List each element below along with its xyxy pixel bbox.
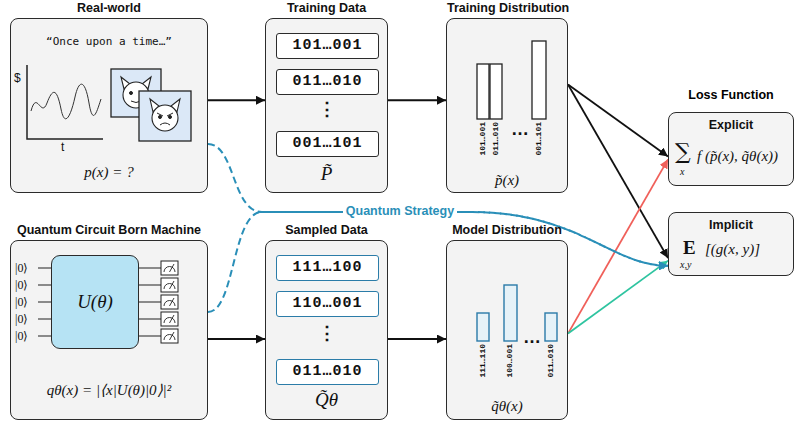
node-text: $ <box>14 71 21 85</box>
bitstring-box: 111…100 <box>276 255 379 281</box>
node-text: 111…100 <box>277 256 378 280</box>
node-text: |0⟩ <box>15 278 28 292</box>
node-text: E <box>683 237 696 260</box>
real-world-panel: Real-world“Once upon a time…”$tp(x) = ? <box>10 18 208 193</box>
node-text: “Once upon a time…” <box>11 35 207 48</box>
bar-label: 101…001 <box>478 122 488 172</box>
node-text: 011…010 <box>277 360 378 384</box>
sampled-data-panel: Sampled Data⋮Q̃θ111…100110…001011…010 <box>265 240 388 420</box>
node-text: |0⟩ <box>15 295 28 309</box>
arrow <box>568 261 668 334</box>
group-label: Loss Function <box>668 88 794 102</box>
panel-heading: Training Data <box>266 1 387 16</box>
panel-heading: Real-world <box>11 1 207 16</box>
arrow <box>388 338 446 340</box>
training-distribution-panel: Training Distribution101…001011…010…001…… <box>446 18 568 193</box>
node-text: 001…101 <box>277 132 378 156</box>
node-text: 011…010 <box>277 70 378 94</box>
arrow <box>568 85 668 259</box>
node-text: p(x) = ? <box>11 163 207 181</box>
arrow <box>388 99 446 101</box>
arrow <box>208 338 265 340</box>
node-text: 101…001 <box>277 34 378 58</box>
model-distribution-panel: Model Distribution111…110100…001…011…010… <box>446 240 568 420</box>
node-text: … <box>511 119 529 141</box>
node-text: P̃ <box>266 163 387 186</box>
training-data-panel: Training Data⋮P̃101…001011…010001…101 <box>265 18 388 193</box>
edge-label: Quantum Strategy <box>343 204 457 218</box>
node-text: [(g(x, y)] <box>705 240 760 258</box>
bitstring-box: 011…010 <box>276 69 379 95</box>
bar-label: 001…101 <box>534 122 544 172</box>
bar-label: 011…010 <box>546 344 556 394</box>
node-text: Explicit <box>669 118 793 133</box>
node-text: Implicit <box>669 218 793 233</box>
node-text: ∑ <box>675 139 691 165</box>
node-text: Q̃θ <box>266 389 387 412</box>
bar-label: 011…010 <box>491 122 501 172</box>
node-text: x,y <box>680 259 691 271</box>
bar-label: 111…110 <box>478 344 488 394</box>
node-text: t <box>61 140 64 154</box>
node-text: |0⟩ <box>15 312 28 326</box>
arrow <box>208 99 265 101</box>
node-text: |0⟩ <box>15 329 28 343</box>
explicit-loss-box: Explicit ∑x f (p̃(x), q̃θ(x)) <box>668 112 794 186</box>
model-histogram <box>447 241 567 417</box>
bitstring-box: 110…001 <box>276 291 379 317</box>
unitary-box: U(θ) <box>51 255 139 349</box>
arrow <box>568 159 668 333</box>
training-histogram <box>447 19 567 191</box>
node-text: x <box>680 166 684 178</box>
node-text: 110…001 <box>277 292 378 316</box>
bitstring-box: 001…101 <box>276 131 379 157</box>
bitstring-box: 011…010 <box>276 359 379 385</box>
panel-heading: Sampled Data <box>266 223 387 238</box>
node-text: qθ(x) = |⟨x|U(θ)|0⟩|² <box>11 381 207 399</box>
node-text: f (p̃(x), q̃θ(x)) <box>697 147 778 165</box>
node-text: U(θ) <box>52 256 138 348</box>
node-text: q̃θ(x) <box>447 397 567 415</box>
node-text: … <box>523 327 541 349</box>
panel-heading: Quantum Circuit Born Machine <box>11 223 207 238</box>
node-text: |0⟩ <box>15 261 28 275</box>
bar-label: 100…001 <box>505 344 515 394</box>
implicit-loss-box: ImplicitEx,y [(g(x, y)] <box>668 212 794 276</box>
qcbm-panel: Quantum Circuit Born Machine|0⟩|0⟩|0⟩|0⟩… <box>10 240 208 420</box>
panel-heading: Model Distribution <box>447 223 567 238</box>
panel-heading: Training Distribution <box>447 1 567 16</box>
arrow <box>568 85 668 157</box>
node-text: ⋮ <box>266 99 387 121</box>
bitstring-box: 101…001 <box>276 33 379 59</box>
node-text: p̃(x) <box>447 171 567 189</box>
node-text: ⋮ <box>266 323 387 345</box>
